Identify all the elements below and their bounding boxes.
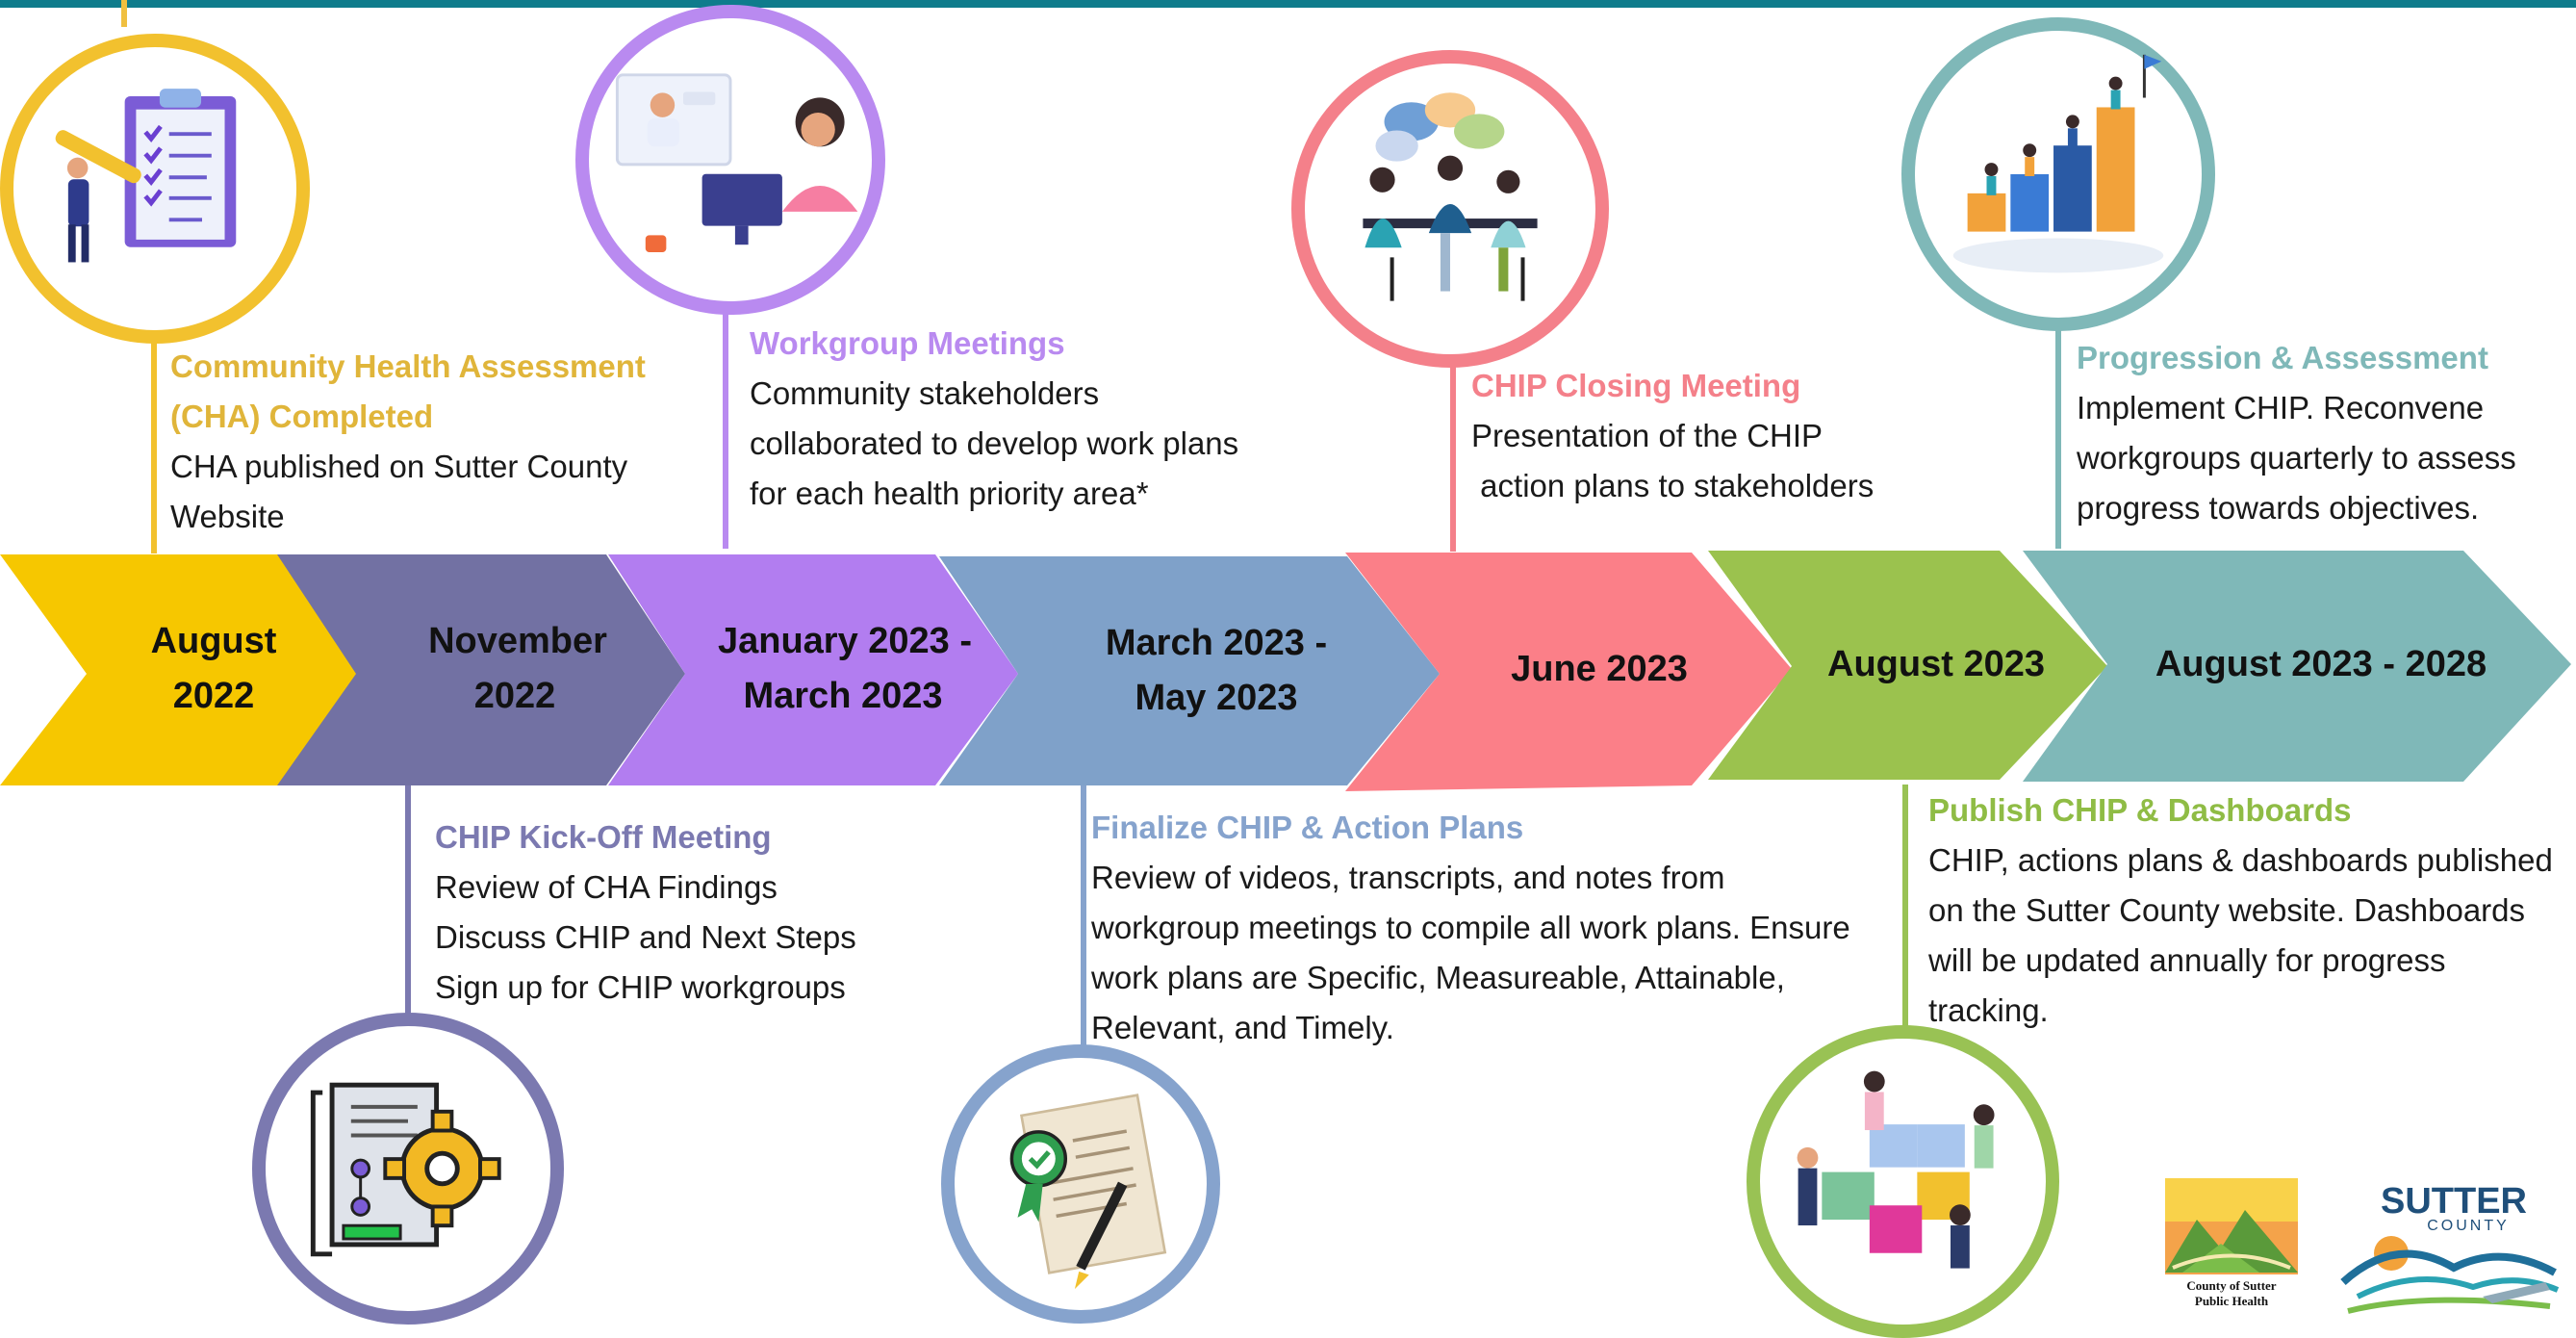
kickoff-milestone: CHIP Kick-Off Meeting Review of CHA Find… (435, 812, 856, 1013)
chevron-august-2022: August 2022 (0, 554, 368, 785)
finalize-desc-line4: Relevant, and Timely. (1091, 1010, 1394, 1045)
logo-public-health: Public Health (2195, 1294, 2269, 1308)
kickoff-desc-line3: Sign up for CHIP workgroups (435, 969, 846, 1005)
chevron-label-6: August 2023 (1827, 644, 2045, 684)
sutter-county-logo: SUTTER COUNTY (2340, 1181, 2560, 1314)
cha-title-line2: (CHA) Completed (170, 399, 434, 434)
chevron-label-1b: 2022 (173, 676, 255, 716)
kickoff-connector (405, 785, 411, 1023)
chevron-label-5: June 2023 (1511, 649, 1688, 689)
public-health-logo: County of Sutter Public Health (2165, 1178, 2298, 1309)
chevron-june-2023: June 2023 (1345, 553, 1792, 791)
chevron-label-7: August 2023 - 2028 (2155, 644, 2487, 684)
progress-milestone: Progression & Assessment Implement CHIP.… (2077, 333, 2516, 533)
chevron-november-2022: November 2022 (277, 554, 685, 785)
closing-title: CHIP Closing Meeting (1471, 368, 1801, 403)
workgroup-title: Workgroup Meetings (750, 325, 1065, 361)
video-meeting-icon (575, 5, 885, 315)
publish-connector (1902, 785, 1908, 1035)
progress-desc-line3: progress towards objectives. (2077, 490, 2480, 526)
finalize-connector (1081, 785, 1086, 1054)
cha-desc-line1: CHA published on Sutter County (170, 449, 628, 484)
logo-county: COUNTY (2427, 1218, 2510, 1234)
publish-desc-line1: CHIP, actions plans & dashboards publish… (1928, 842, 2553, 878)
chevron-label-2b: 2022 (474, 676, 556, 716)
top-connector-stub (121, 0, 127, 27)
workgroup-connector (723, 303, 728, 549)
workgroup-desc-line1: Community stakeholders (750, 375, 1100, 411)
cha-desc-line2: Website (170, 499, 285, 534)
cha-milestone: Community Health Assessment (CHA) Comple… (170, 342, 646, 542)
publish-title: Publish CHIP & Dashboards (1928, 792, 2352, 828)
cha-connector (151, 332, 157, 553)
kickoff-desc-line2: Discuss CHIP and Next Steps (435, 919, 856, 955)
kickoff-desc-line1: Review of CHA Findings (435, 869, 778, 905)
logo-county-of-sutter: County of Sutter (2186, 1278, 2276, 1293)
chevron-label-3a: January 2023 - (718, 621, 972, 661)
closing-desc-line1: Presentation of the CHIP (1471, 418, 1824, 453)
chevron-august-2023: August 2023 (1708, 551, 2107, 780)
certified-document-icon (941, 1044, 1220, 1324)
workgroup-desc-line3: for each health priority area* (750, 476, 1149, 511)
chevron-jan-mar-2023: January 2023 - March 2023 (608, 554, 1018, 785)
kickoff-title: CHIP Kick-Off Meeting (435, 819, 772, 855)
growth-chart-icon (1901, 17, 2215, 331)
chevron-mar-may-2023: March 2023 - May 2023 (939, 556, 1440, 785)
finalize-desc-line2: workgroup meetings to compile all work p… (1091, 910, 1850, 945)
progress-connector (2055, 306, 2061, 549)
closing-desc-line2: action plans to stakeholders (1471, 468, 1875, 503)
publish-desc-line2: on the Sutter County website. Dashboards (1928, 892, 2526, 928)
progress-title: Progression & Assessment (2077, 340, 2488, 375)
puzzle-team-icon (1747, 1025, 2059, 1338)
publish-milestone: Publish CHIP & Dashboards CHIP, actions … (1928, 785, 2553, 1036)
chevron-label-4b: May 2023 (1135, 678, 1297, 718)
closing-connector (1450, 332, 1456, 552)
team-discussion-icon (1291, 50, 1609, 368)
chevron-label-1a: August (151, 621, 277, 661)
finalize-desc-line3: work plans are Specific, Measureable, At… (1091, 960, 1785, 995)
progress-desc-line1: Implement CHIP. Reconvene (2077, 390, 2485, 425)
finalize-title: Finalize CHIP & Action Plans (1091, 810, 1524, 845)
publish-desc-line4: tracking. (1928, 992, 2049, 1028)
logo-sutter: SUTTER (2381, 1181, 2527, 1222)
clipboard-checklist-icon (0, 34, 310, 344)
workgroup-milestone: Workgroup Meetings Community stakeholder… (750, 319, 1238, 519)
closing-milestone: CHIP Closing Meeting Presentation of the… (1471, 361, 1874, 511)
finalize-desc-line1: Review of videos, transcripts, and notes… (1091, 860, 1725, 895)
chevron-label-3b: March 2023 (743, 676, 942, 716)
chevron-august-2023-2028: August 2023 - 2028 (2023, 551, 2571, 782)
timeline-chevrons: August 2022 November 2022 January 2023 -… (0, 551, 2571, 791)
cha-title-line1: Community Health Assessment (170, 348, 646, 384)
chevron-label-2a: November (428, 621, 607, 661)
process-gear-icon (252, 1013, 564, 1325)
finalize-milestone: Finalize CHIP & Action Plans Review of v… (1091, 803, 1850, 1053)
publish-desc-line3: will be updated annually for progress (1928, 942, 2446, 978)
workgroup-desc-line2: collaborated to develop work plans (750, 425, 1239, 461)
chevron-label-4a: March 2023 - (1106, 623, 1327, 663)
progress-desc-line2: workgroups quarterly to assess (2077, 440, 2516, 476)
top-accent-bar (0, 0, 2576, 8)
